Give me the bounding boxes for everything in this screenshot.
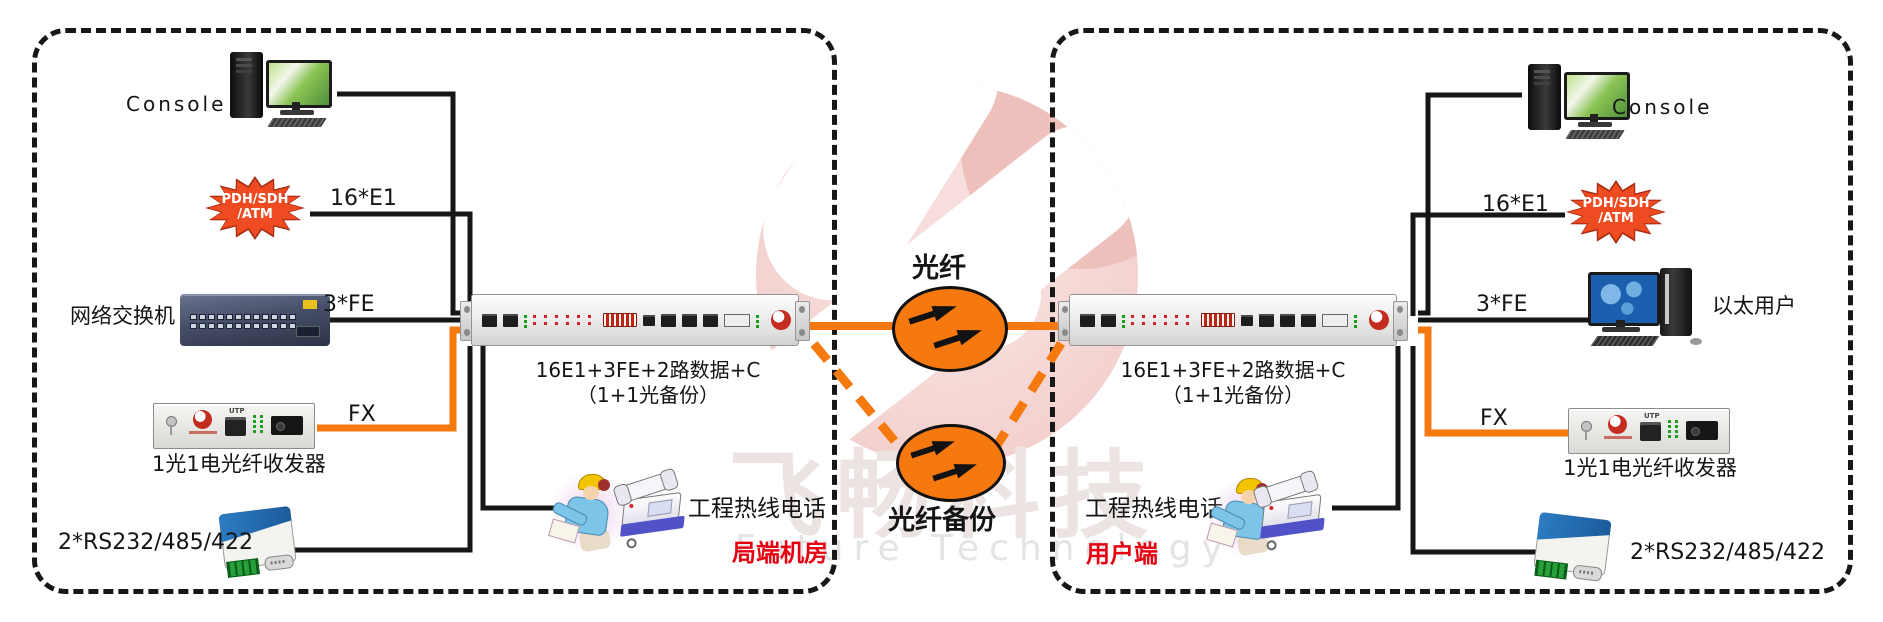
- arrow-icon: [931, 322, 984, 355]
- fe-label-left: 3*FE: [323, 292, 375, 317]
- fx-line-right: [1418, 326, 1568, 437]
- serial-line-left: [293, 346, 473, 553]
- fiber-backup-line-left: [810, 341, 906, 453]
- switch-label-left: 网络交换机: [70, 304, 175, 328]
- console-computer-icon-left: [222, 52, 334, 130]
- converter-label-left: 1光1电光纤收发器: [152, 452, 326, 476]
- pc-tower: [230, 52, 263, 118]
- device-label-left-line2: （1+1光备份）: [576, 383, 720, 407]
- fiber-port: [271, 416, 303, 435]
- ethernet-user-label: 以太用户: [1712, 294, 1796, 318]
- pdh-label-line2: /ATM: [237, 207, 273, 222]
- db9-connector: [263, 553, 295, 572]
- arrow-icon: [906, 298, 959, 331]
- brand-logo-icon: [193, 410, 212, 429]
- ethernet-switch-icon: [180, 294, 330, 346]
- pdh-network-starburst-icon-left: PDH/SDH /ATM: [205, 176, 305, 240]
- serial-converter-icon-right: [1532, 511, 1612, 584]
- utp-port-label: UTP: [229, 407, 245, 415]
- local-side-zone-box: [32, 28, 837, 594]
- converter-label-right: 1光1电光纤收发器: [1563, 456, 1737, 480]
- utp-port-label: UTP: [1644, 412, 1660, 420]
- media-converter-icon-left: UTP: [153, 403, 315, 449]
- arrow-icon: [930, 456, 979, 486]
- rj45-port: [225, 417, 246, 436]
- fiber-label: 光纤: [912, 253, 966, 284]
- pc-monitor: [1588, 272, 1660, 326]
- brand-logo-icon: [771, 310, 791, 330]
- hotline-label-right: 工程热线电话: [1085, 496, 1223, 522]
- pc-monitor: [1564, 72, 1630, 120]
- db9-connector: [1572, 564, 1603, 582]
- device-label-right-line1: 16E1+3FE+2路数据+C: [1120, 358, 1346, 382]
- pdh-label-line2: /ATM: [1598, 211, 1634, 226]
- fx-label-left: FX: [348, 402, 376, 427]
- e1-line-right: [1410, 212, 1565, 316]
- region-label-user: 用户端: [1086, 540, 1158, 568]
- pc-keyboard: [267, 118, 327, 127]
- e1-label-left: 16*E1: [330, 186, 397, 211]
- region-label-local: 局端机房: [732, 539, 828, 567]
- arrow-icon: [908, 433, 957, 463]
- multiplexer-device-right: [1058, 294, 1408, 346]
- console-computer-icon-right: [1520, 64, 1632, 142]
- e1-label-right: 16*E1: [1482, 192, 1549, 217]
- brand-logo-icon: [1369, 310, 1389, 330]
- rj45-port: [1640, 422, 1661, 441]
- pc-keyboard: [1590, 336, 1660, 346]
- multiplexer-device-left: [460, 294, 810, 346]
- fiber-backup-line-right: [990, 339, 1066, 453]
- fiber-backup-link-icon: [896, 424, 1006, 502]
- fe-label-right: 3*FE: [1476, 292, 1528, 317]
- device-label-left-line1: 16E1+3FE+2路数据+C: [535, 358, 761, 382]
- pc-tower: [1528, 64, 1561, 130]
- pdh-label-line1: PDH/SDH: [221, 192, 289, 208]
- brand-logo-icon: [1608, 415, 1627, 434]
- console-line-right: [1418, 92, 1522, 316]
- serial-line-right: [1410, 346, 1537, 555]
- pc-keyboard: [1565, 130, 1625, 139]
- serial-label-left: 2*RS232/485/422: [58, 530, 254, 555]
- pc-monitor: [266, 60, 332, 108]
- telephone-icon-right: [1249, 467, 1337, 555]
- telephone-icon-left: [609, 465, 697, 553]
- pc-tower: [1660, 268, 1692, 336]
- device-label-right-line2: （1+1光备份）: [1161, 383, 1305, 407]
- fiber-link-icon: [892, 286, 1008, 372]
- pdh-label-line1: PDH/SDH: [1582, 196, 1650, 212]
- engineer-icon-left: [548, 466, 630, 560]
- pdh-network-starburst-icon-right: PDH/SDH /ATM: [1566, 180, 1666, 244]
- console-line-left: [337, 91, 462, 316]
- sfp-slot: [1322, 313, 1348, 327]
- console-label-right: Console: [1612, 95, 1713, 119]
- console-label-left: Console: [126, 92, 227, 116]
- serial-label-right: 2*RS232/485/422: [1630, 540, 1826, 565]
- hotline-line-right: [1332, 346, 1401, 511]
- e1-line-left: [310, 211, 473, 316]
- fx-line-left: [317, 326, 462, 432]
- media-converter-icon-right: UTP: [1568, 408, 1730, 454]
- fiber-backup-label: 光纤备份: [888, 505, 996, 536]
- sfp-slot: [724, 313, 750, 327]
- pc-mouse: [1690, 338, 1702, 345]
- fx-label-right: FX: [1480, 406, 1508, 431]
- hotline-line-left: [480, 346, 560, 511]
- user-side-zone-box: [1050, 28, 1853, 594]
- ethernet-user-computer-icon: [1588, 268, 1706, 352]
- fiber-port: [1686, 421, 1718, 440]
- brand-logo-watermark: [756, 84, 1138, 466]
- hotline-label-left: 工程热线电话: [688, 496, 826, 522]
